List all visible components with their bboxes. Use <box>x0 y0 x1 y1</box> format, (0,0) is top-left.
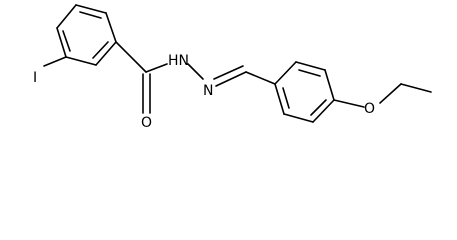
ring-bond <box>283 113 314 123</box>
ether-oxygen-label: O <box>364 101 375 117</box>
c-i-bond <box>43 56 67 67</box>
iodobenzene-ring <box>56 4 117 66</box>
iodine-label: I <box>33 70 37 86</box>
ring-bond <box>65 56 97 66</box>
ring-bond <box>312 99 335 123</box>
ring-bond <box>324 69 335 101</box>
structure-diagram: I O HN N O <box>33 4 432 131</box>
amide-nh-label: HN <box>168 53 189 69</box>
ring-to-carbonyl-bond <box>115 41 147 73</box>
ethyl-bond <box>400 83 432 93</box>
ring-bond <box>274 83 285 115</box>
ring-bond <box>105 12 117 43</box>
n-n-bond <box>187 63 204 80</box>
ring-bond <box>295 61 326 71</box>
oxygen-to-ch2-bond <box>379 83 402 104</box>
ring-double-bond <box>92 41 109 59</box>
ring-bond <box>56 27 67 58</box>
ring-bond <box>274 61 297 85</box>
imine-double-bond-a <box>215 71 247 87</box>
molecule-canvas: I O HN N O <box>33 4 432 131</box>
ring-double-bond <box>310 99 327 116</box>
ethoxyphenyl-ring <box>274 61 335 123</box>
ring-bond <box>56 4 77 29</box>
ring-double-bond <box>62 30 71 52</box>
ring-double-bond <box>79 11 102 19</box>
ring-double-bond <box>298 69 321 77</box>
ring-bond <box>95 41 117 66</box>
imine-double-bond-b <box>213 65 244 80</box>
carbonyl-to-nh-bond <box>145 63 168 73</box>
carbonyl-oxygen-label: O <box>141 115 152 131</box>
ring-to-oxygen-bond <box>333 99 365 108</box>
ring-bond <box>75 4 107 14</box>
imine-n-label: N <box>203 83 213 99</box>
ch-to-ring-bond <box>245 71 276 85</box>
ring-double-bond <box>282 87 290 109</box>
